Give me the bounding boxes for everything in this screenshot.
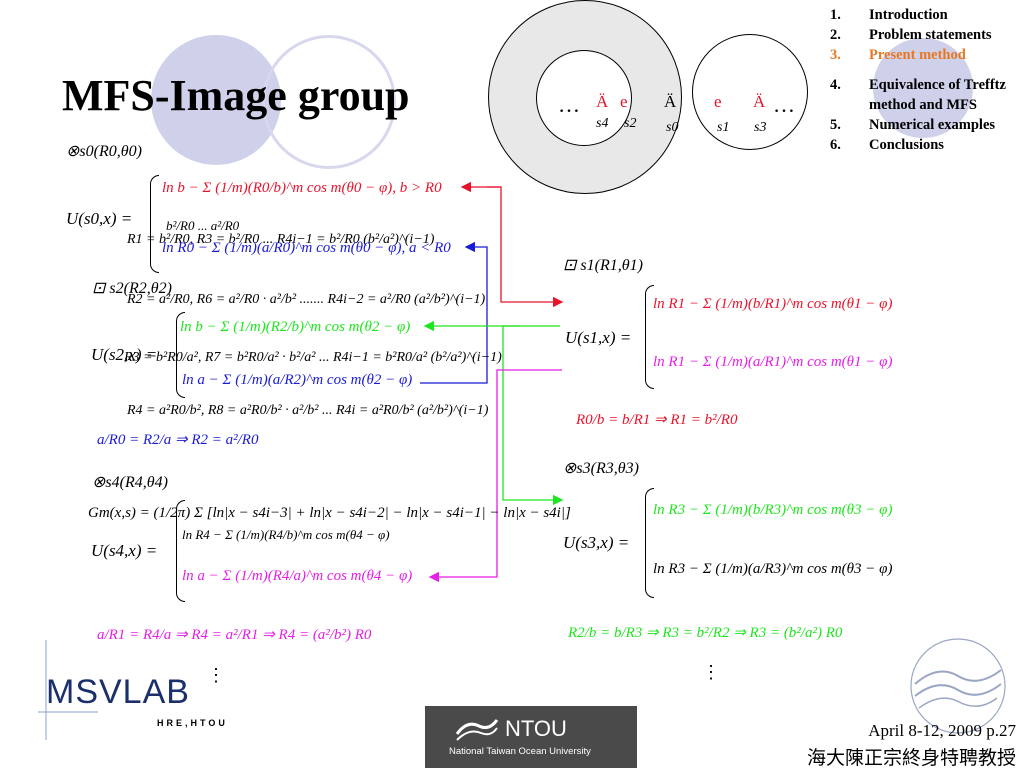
source-s4-glyph: Ä [596,92,609,111]
table-of-contents: 1. Introduction 2. Problem statements 3. Pres… [830,5,1022,155]
decorative-circle [873,38,973,138]
u-s4-bot: ln a − Σ (1/m)(R4/a)^m cos m(θ4 − φ) [182,568,413,584]
toc-item: 3. Present method [830,45,1022,65]
toc-item: 2. Problem statements [830,25,1022,45]
u-s1-bot: ln R1 − Σ (1/m)(a/R1)^m cos m(θ1 − φ) [653,354,893,370]
gm-equation: Gm(x,s) = (1/2π) Σ [ln|x − s4i−3| + ln|x… [88,505,571,521]
red-arrow [487,186,564,308]
u-s3-lhs: U(s3,x) = [563,533,630,552]
toc-item-label: Conclusions [869,137,944,153]
overlap-R1: R1 = b²/R0, R3 = b²/R0 ... R4i−1 = b²/R0… [127,232,435,247]
ratio-R0-b: R0/b = b/R1 ⇒ R1 = b²/R0 [576,412,738,428]
label-s3: s3 [754,120,767,135]
u-s0-blue: ln R0 − Σ (1/m)(a/R0)^m cos m(θ0 − φ), a… [162,240,451,256]
toc-item-label: Present method [869,47,966,63]
toc-item-number: 3. [830,47,841,63]
label-s0: s0 [666,120,679,135]
R2-series: R2 = a²/R0, R6 = a²/R0 · a²/b² ....... R… [127,292,486,307]
s3-heading: ⊗s3(R3,θ3) [563,460,639,477]
toc-item: 5. Numerical examples [830,115,1022,135]
ellipsis-left: … [558,92,580,117]
u-s3-bot: ln R3 − Σ (1/m)(a/R3)^m cos m(θ3 − φ) [653,561,893,577]
toc-item: 6. Conclusions [830,135,1022,155]
ntou-fullname: National Taiwan Ocean University [449,746,591,757]
decorative-circle [151,35,281,165]
toc-item: 4. Equivalence of Trefftz method and MFS [830,75,1022,115]
u-s1-top: ln R1 − Σ (1/m)(b/R1)^m cos m(θ1 − φ) [653,296,893,312]
image-circle [692,34,808,150]
u-s1-lhs: U(s1,x) = [565,328,632,347]
toc-item-number: 1. [830,7,841,23]
s2-heading: ⊡ s2(R2,θ2) [92,280,172,297]
vdots-right: ⋮ [702,662,720,682]
ntou-logo: NTOU National Taiwan Ocean University [425,706,637,768]
R3-series: R3 = b²R0/a², R7 = b²R0/a² · b²/a² ... R… [124,350,502,365]
u-s0-bot: b²/R0 ... a²/R0 [166,218,240,233]
u-s2-lhs: U(s2,x) = [91,345,158,364]
u-s2-bot: ln a − Σ (1/m)(a/R2)^m cos m(θ2 − φ) [182,372,413,388]
label-s4: s4 [596,116,609,131]
source-s0-glyph: Ä [664,92,677,111]
u-s4-lhs: U(s4,x) = [91,541,158,560]
toc-item: 1. Introduction [830,5,1022,25]
u-s4-top: ln R4 − Σ (1/m)(R4/b)^m cos m(θ4 − φ) [182,527,390,542]
u-s0-top: ln b − Σ (1/m)(R0/b)^m cos m(θ0 − φ), b … [162,180,442,196]
toc-item-label: Introduction [869,7,948,23]
R4-series: R4 = a²R0/b², R8 = a²R0/b² · a²/b² ... R… [127,403,489,418]
toc-item-number: 2. [830,27,841,43]
footer-author: 海大陳正宗終身特聘教授 [806,747,1016,769]
green-arrow [502,326,564,506]
ratio-R2-b: R2/b = b/R3 ⇒ R3 = b²/R2 ⇒ R3 = (b²/a²) … [568,625,843,641]
slide-title: MFS-Image group [62,71,410,120]
ratio-a-R0: a/R0 = R2/a ⇒ R2 = a²/R0 [97,432,259,448]
u-s3-top: ln R3 − Σ (1/m)(b/R3)^m cos m(θ3 − φ) [653,502,893,518]
brace-u-s0 [150,175,159,273]
magenta-arrow [428,369,562,583]
ntou-name: NTOU [505,716,567,741]
label-s1: s1 [717,120,730,135]
source-s1-glyph: e [714,92,722,111]
inner-circle [536,50,632,146]
ellipsis-right: … [773,92,795,117]
u-s2-top: ln b − Σ (1/m)(R2/b)^m cos m(θ2 − φ) [180,319,411,335]
university-seal-icon [910,638,1006,734]
toc-item-number: 5. [830,117,841,133]
s0-heading: ⊗s0(R0,θ0) [66,143,142,160]
msvlab-subtitle: HRE,HTOU [157,718,228,728]
toc-item-number: 4. [830,77,841,93]
footer-date: April 8-12, 2009 p.27 [868,721,1016,740]
toc-item-label: Numerical examples [869,117,996,133]
brace-u-s4 [176,500,185,602]
toc-item-label: Equivalence of Trefftz method and MFS [869,77,1006,113]
msvlab-logo: MSVLAB [46,673,190,711]
source-s2-glyph: e [620,92,628,111]
vdots-left: ⋮ [207,665,225,685]
msvlab-logo-lines [38,640,98,740]
u-s0-lhs: U(s0,x) = [66,209,133,228]
label-s2: s2 [624,116,637,131]
ratio-a-R1: a/R1 = R4/a ⇒ R4 = a²/R1 ⇒ R4 = (a²/b²) … [97,627,372,643]
toc-item-label: Problem statements [869,27,992,43]
source-s3-glyph: Ä [753,92,766,111]
decorative-ring [262,35,396,169]
s4-heading: ⊗s4(R4,θ4) [92,474,168,491]
s1-heading: ⊡ s1(R1,θ1) [563,257,643,274]
ntou-wave-icon [455,719,499,741]
toc-item-number: 6. [830,137,841,153]
